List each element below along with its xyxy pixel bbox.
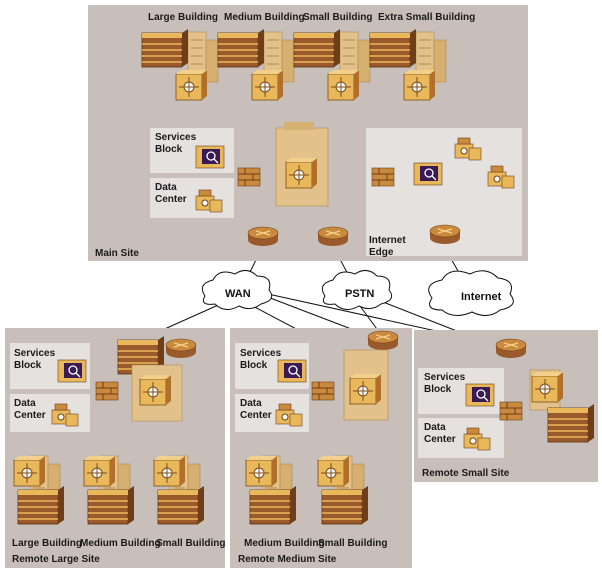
pstn-router-icon — [317, 226, 349, 247]
wan-router-icon — [247, 226, 279, 247]
remote-medium-datacenter-label-1: Data — [240, 398, 262, 409]
remote-small-datacenter-label-2: Center — [424, 434, 456, 445]
internet-cloud-label: Internet — [461, 291, 502, 303]
remote-large-building-label-medium: Medium Building — [80, 538, 161, 549]
remote-medium-core-switch — [343, 349, 389, 421]
remote-small-chassis-icon — [547, 403, 595, 443]
remote-large-services-label-1: Services — [14, 348, 56, 359]
remote-medium-site-label: Remote Medium Site — [238, 554, 337, 565]
remote-large-core-switch — [131, 364, 183, 422]
remote-large-site-panel: Remote Large Site Services Block Data Ce… — [5, 328, 225, 568]
main-services-label-1: Services — [155, 132, 197, 143]
wan-cloud: WAN — [201, 270, 273, 310]
remote-small-datacenter-label-1: Data — [424, 422, 446, 433]
remote-large-building-label-small: Small Building — [156, 538, 225, 549]
remote-large-datacenter-label-2: Center — [14, 410, 46, 421]
main-datacenter-label-1: Data — [155, 182, 177, 193]
remote-small-site-panel: Remote Small Site Services Block Data Ce… — [414, 330, 598, 482]
remote-small-services-label-2: Block — [424, 384, 452, 395]
main-datacenter-label-2: Center — [155, 194, 187, 205]
remote-medium-site-panel: Remote Medium Site Services Block Data C… — [230, 328, 412, 568]
remote-large-services-appliance-icon — [57, 359, 87, 383]
edge-appliance-icon — [413, 162, 443, 186]
remote-large-datacenter-label-1: Data — [14, 398, 36, 409]
remote-large-building-medium — [83, 455, 135, 525]
remote-small-firewall-icon — [499, 401, 523, 421]
main-building-label-small: Small Building — [303, 12, 372, 23]
main-site-panel: Main Site Large Building Medium Building… — [88, 5, 528, 261]
remote-large-building-small — [153, 455, 205, 525]
wan-cloud-label: WAN — [225, 288, 251, 300]
remote-medium-building-small — [317, 455, 369, 525]
main-services-appliance-icon — [195, 145, 225, 169]
internet-edge-label-2: Edge — [369, 247, 394, 258]
remote-medium-services-appliance-icon — [277, 359, 307, 383]
main-core-switch — [275, 122, 329, 207]
remote-medium-router-icon — [367, 330, 399, 351]
edge-router-icon — [429, 224, 461, 245]
remote-small-services-label-1: Services — [424, 372, 466, 383]
remote-medium-firewall-icon — [311, 381, 335, 401]
remote-medium-services-label-1: Services — [240, 348, 282, 359]
remote-small-site-label: Remote Small Site — [422, 468, 510, 479]
remote-large-building-large — [13, 455, 65, 525]
main-building-label-large: Large Building — [148, 12, 218, 23]
remote-large-site-label: Remote Large Site — [12, 554, 100, 565]
remote-medium-building-label-small: Small Building — [318, 538, 387, 549]
remote-small-router-icon — [495, 338, 527, 359]
internet-cloud: Internet — [428, 270, 514, 316]
main-building-label-medium: Medium Building — [224, 12, 305, 23]
main-firewall-icon — [237, 167, 261, 187]
internet-edge-label-1: Internet — [369, 235, 406, 246]
remote-small-core-switch — [529, 369, 564, 411]
remote-small-services-appliance-icon — [465, 383, 495, 407]
main-site-label: Main Site — [95, 248, 139, 259]
pstn-cloud-label: PSTN — [345, 288, 374, 300]
remote-medium-building-medium — [245, 455, 297, 525]
remote-medium-datacenter-label-2: Center — [240, 410, 272, 421]
remote-medium-services-label-2: Block — [240, 360, 268, 371]
remote-medium-building-label-medium: Medium Building — [244, 538, 325, 549]
remote-large-services-label-2: Block — [14, 360, 42, 371]
remote-large-building-label-large: Large Building — [12, 538, 82, 549]
pstn-cloud: PSTN — [321, 270, 393, 310]
remote-large-firewall-icon — [95, 381, 119, 401]
main-building-label-xsmall: Extra Small Building — [378, 12, 475, 23]
remote-large-router-icon — [165, 338, 197, 359]
main-services-label-2: Block — [155, 144, 183, 155]
edge-firewall-icon — [371, 167, 395, 187]
